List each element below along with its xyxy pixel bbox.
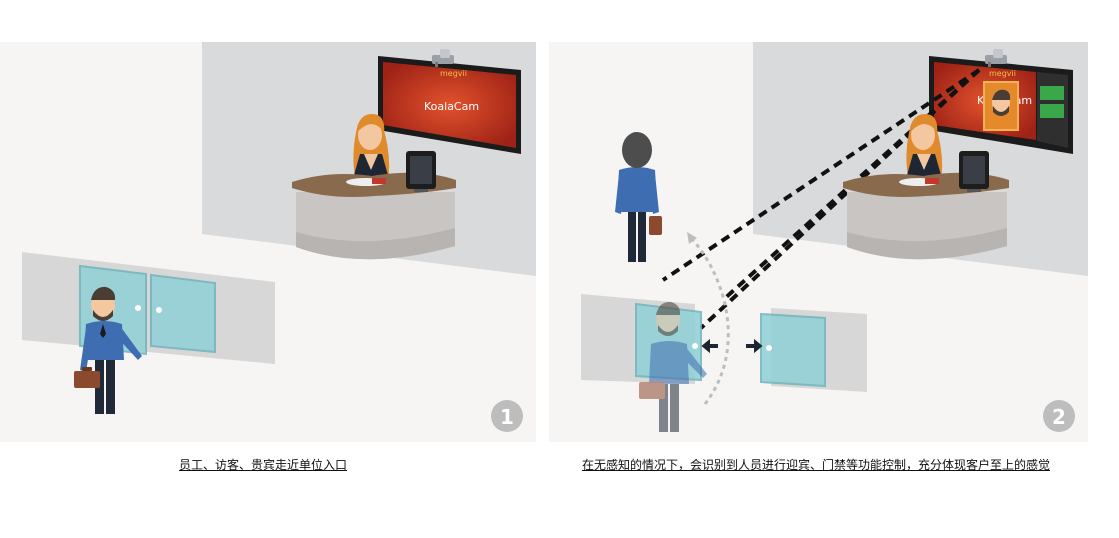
camera-icon	[985, 49, 1007, 67]
step-badge-2: 2	[1043, 400, 1075, 432]
scene-2-illustration: megvii KoalaCam	[581, 42, 1088, 432]
brand-label: megvii	[440, 69, 467, 78]
walking-path-arrow	[689, 236, 730, 405]
door-open-right-arrow-icon	[746, 338, 763, 354]
app-name-label: KoalaCam	[424, 100, 479, 113]
scene-panel-2: megvii KoalaCam	[549, 42, 1088, 442]
camera-icon	[432, 49, 454, 67]
door-open-left-arrow-icon	[701, 338, 718, 354]
step-number-1: 1	[500, 405, 514, 429]
wall-display: megvii KoalaCam	[378, 56, 521, 154]
step-number-2: 2	[1052, 405, 1066, 429]
tablet-device	[406, 151, 436, 192]
visitor-person-at-door	[639, 301, 707, 432]
tablet-device	[959, 151, 989, 192]
scene-1-illustration: megvii KoalaCam	[22, 42, 536, 432]
caption-step-2: 在无感知的情况下，会识别到人员进行迎宾、门禁等功能控制，充分体现客户至上的感觉	[581, 458, 1051, 472]
walking-path-arrowhead-icon	[687, 232, 697, 244]
caption-step-1: 员工、访客、贵宾走近单位入口	[178, 458, 348, 472]
step-badge-1: 1	[491, 400, 523, 432]
scene-panel-1: megvii KoalaCam	[0, 42, 536, 442]
briefcase-icon	[74, 367, 100, 388]
recognition-result-bar	[1040, 86, 1064, 100]
brand-label: megvii	[989, 69, 1016, 78]
visitor-person-walking	[615, 132, 662, 262]
entrance-door	[22, 252, 275, 364]
recognition-result-bar	[1040, 104, 1064, 118]
